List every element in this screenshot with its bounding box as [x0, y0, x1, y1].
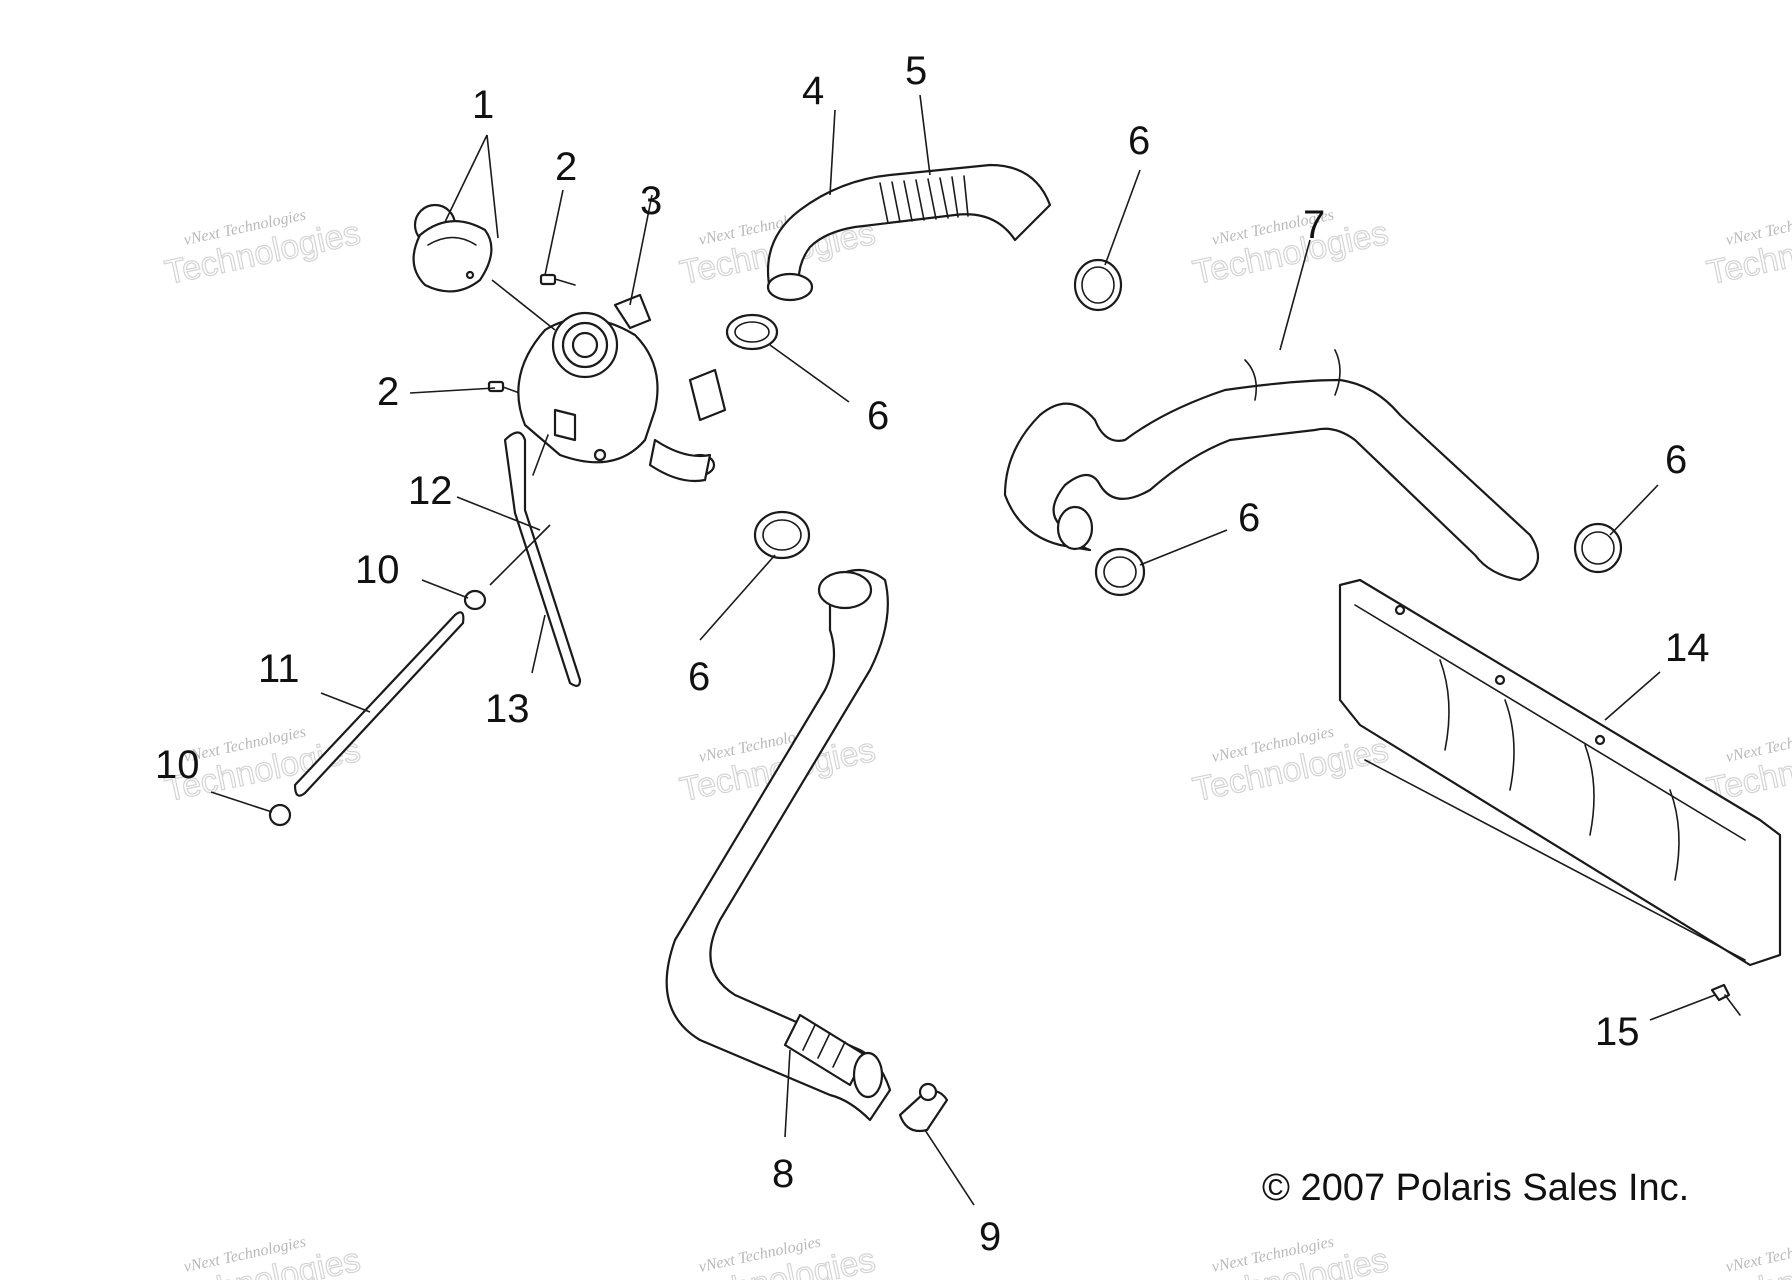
part-4-5-upper-hose: [766, 163, 1052, 302]
callout-13: 13: [485, 687, 530, 731]
leader-lines: [210, 94, 1716, 1206]
callout-9: 9: [979, 1215, 1001, 1259]
part-6-clamp-c: [753, 510, 811, 560]
callout-15: 15: [1595, 1010, 1640, 1054]
part-12-13-overflow-tube: [503, 431, 582, 687]
part-15-screw: [1710, 983, 1741, 1016]
part-8-lower-hose: [665, 568, 892, 1122]
callout-6d: 6: [1665, 438, 1687, 482]
callout-3: 3: [640, 179, 662, 223]
part-10-plug-upper: [463, 589, 487, 611]
callout-5: 5: [905, 49, 927, 93]
callout-10b: 10: [155, 743, 200, 787]
copyright-notice: © 2007 Polaris Sales Inc.: [1262, 1167, 1689, 1209]
part-10-plug-lower: [268, 803, 292, 827]
callout-1: 1: [472, 83, 494, 127]
part-6-clamp-b: [725, 313, 779, 351]
part-1-cap: [412, 203, 493, 293]
part-6-clamp-d: [1094, 547, 1146, 597]
part-2-screw-upper: [539, 273, 576, 286]
callout-6e: 6: [688, 655, 710, 699]
callout-12: 12: [408, 469, 453, 513]
callout-11: 11: [258, 647, 300, 691]
callout-14: 14: [1665, 626, 1710, 670]
callout-6b: 6: [867, 394, 889, 438]
callout-2a: 2: [555, 145, 577, 189]
part-3-reservoir: [517, 293, 727, 483]
part-11-rod: [293, 611, 465, 797]
part-6-clamp-a: [1073, 258, 1123, 312]
part-14-shroud-panel: [1338, 578, 1782, 967]
callout-6c: 6: [1238, 496, 1260, 540]
part-7-right-hose: [1003, 349, 1540, 582]
callout-10a: 10: [355, 548, 400, 592]
callout-4: 4: [802, 69, 824, 113]
part-6-clamp-e: [1573, 522, 1623, 574]
callout-labels: 1 2 2 3 4 5 6 6 6 6 6 7 8 9 10 10 11 12 …: [155, 49, 1710, 1259]
callout-7: 7: [1303, 203, 1325, 247]
part-9-clamp: [898, 1082, 949, 1133]
callout-8: 8: [772, 1152, 794, 1196]
callout-6a: 6: [1128, 119, 1150, 163]
callout-2b: 2: [377, 370, 399, 414]
